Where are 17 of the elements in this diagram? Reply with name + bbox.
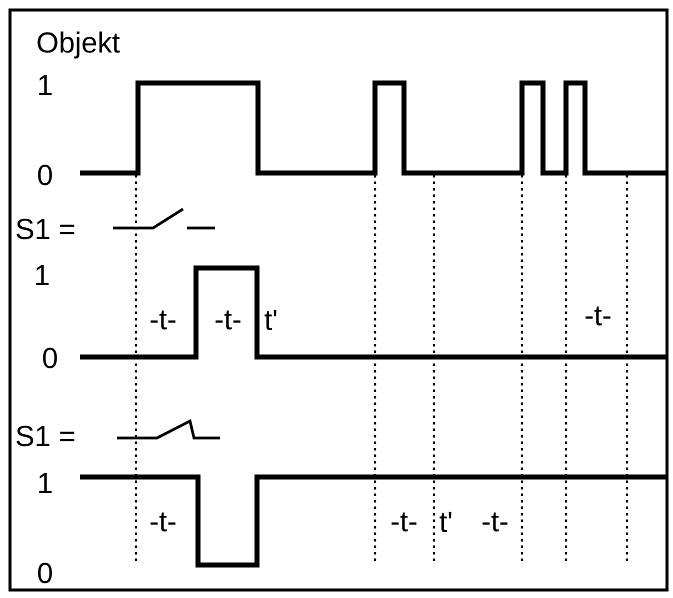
time-label: -t- — [586, 306, 610, 326]
level-label: 1 — [36, 265, 49, 285]
signal-title: Objekt — [38, 31, 120, 59]
level-label: 0 — [43, 348, 57, 368]
time-label: -t- — [150, 512, 176, 532]
level-label: 0 — [38, 562, 52, 584]
level-label: 0 — [38, 164, 52, 186]
time-label: -t- — [392, 512, 416, 532]
time-label: t' — [264, 310, 276, 330]
time-label: -t- — [482, 512, 508, 532]
time-label: -t- — [150, 310, 176, 330]
level-label: 1 — [39, 473, 52, 493]
level-label: 1 — [39, 75, 52, 95]
time-label: t' — [440, 512, 452, 532]
switch-label: S1 = — [16, 218, 74, 240]
time-label: -t- — [216, 310, 240, 330]
switch-label: S1 = — [16, 426, 74, 446]
